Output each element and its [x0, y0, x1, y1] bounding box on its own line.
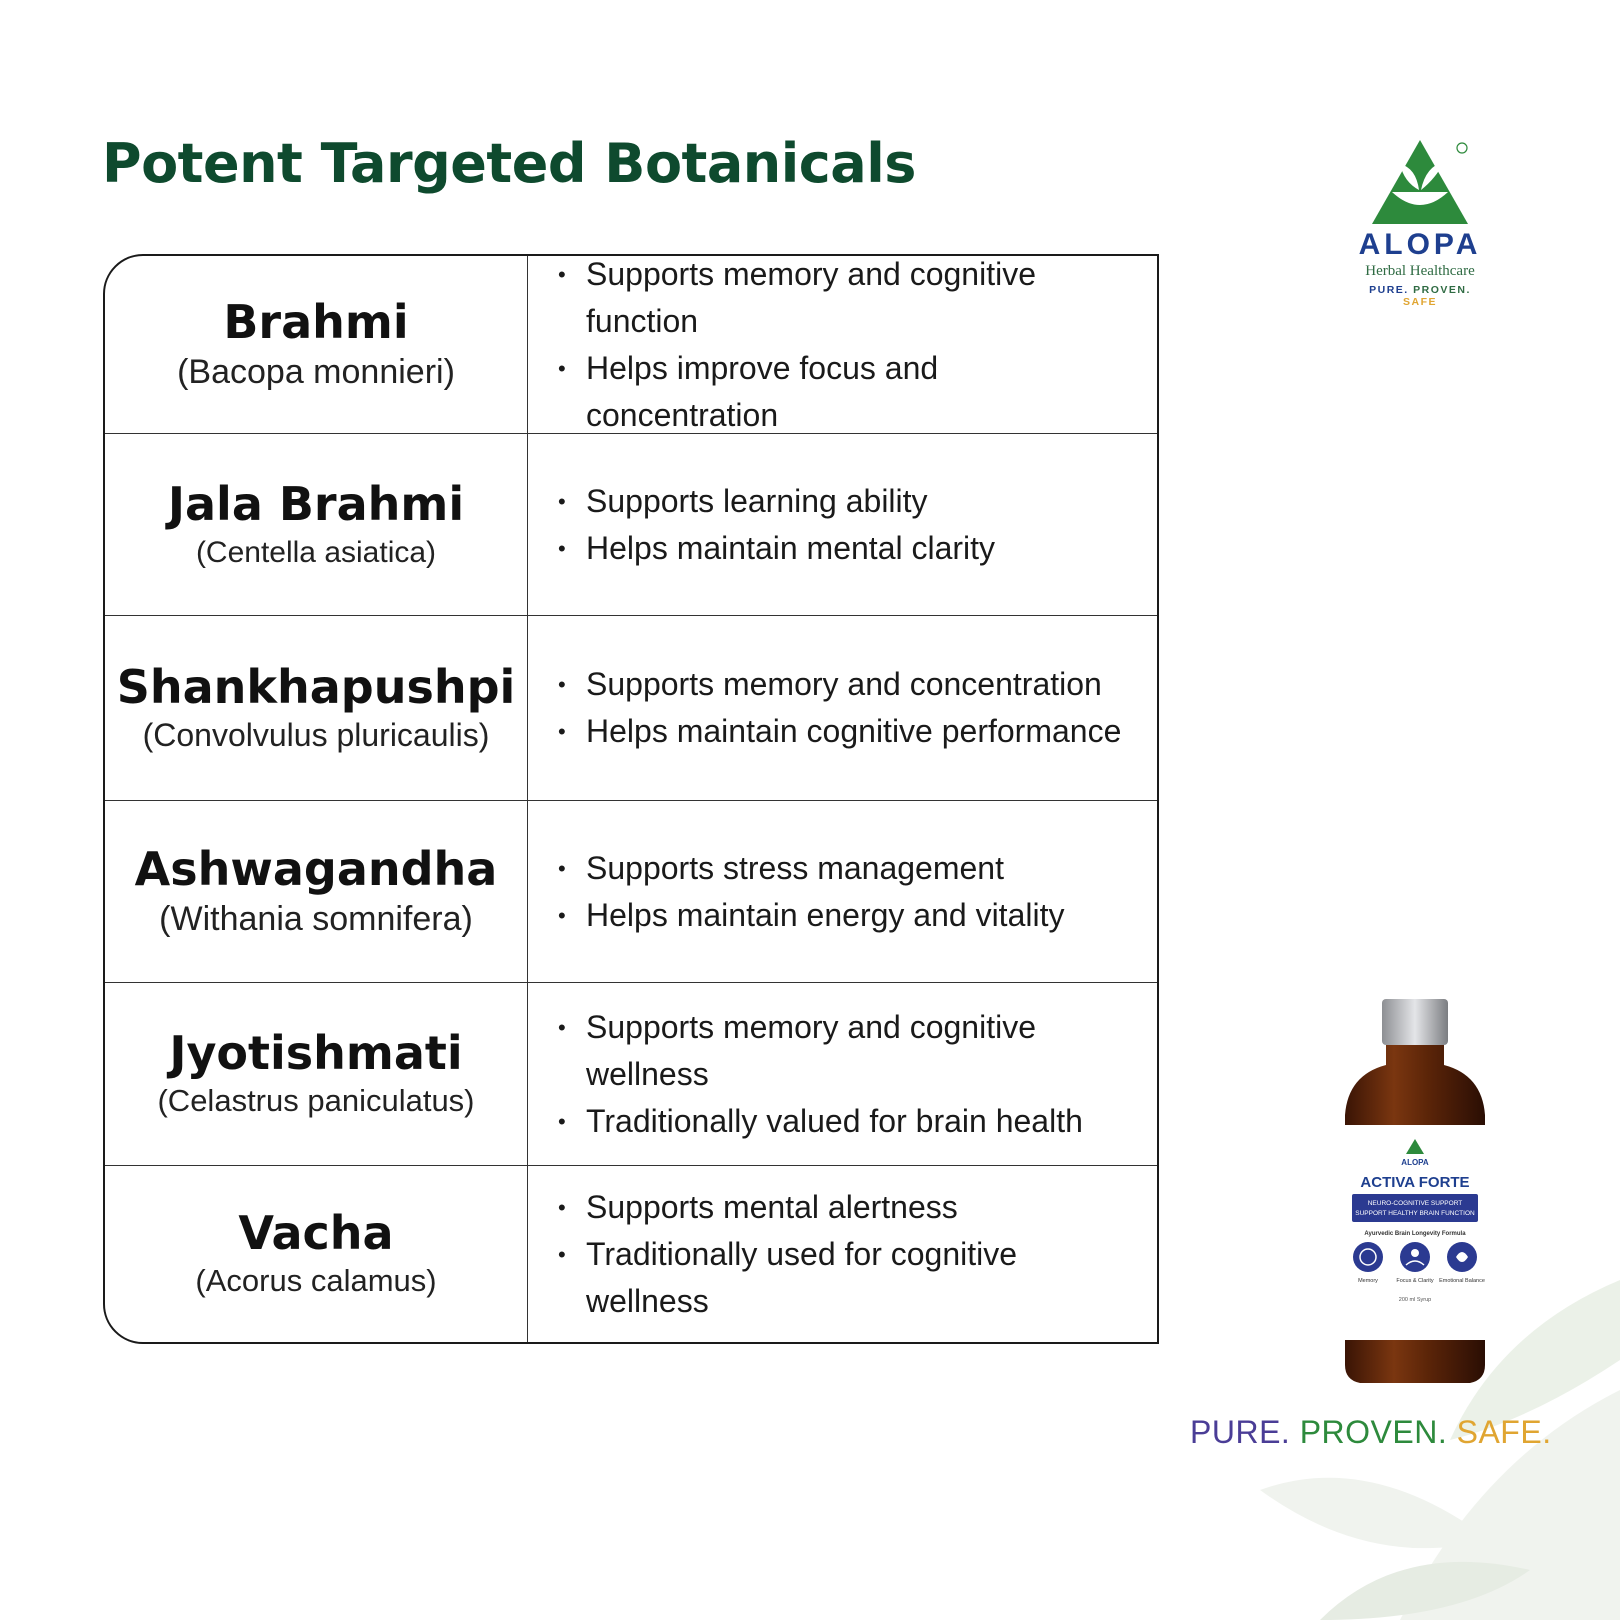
herb-cell: Jyotishmati (Celastrus paniculatus)	[105, 983, 528, 1166]
bottle-volume: 200 ml Syrup	[1399, 1297, 1431, 1303]
logo-tagline: PURE. PROVEN. SAFE	[1350, 284, 1490, 308]
bottle-brand: ALOPA	[1401, 1158, 1429, 1167]
herb-latin-name: (Centella asiatica)	[195, 535, 437, 569]
benefit-item: Supports memory and cognitive function	[558, 256, 1137, 345]
herb-latin-name: (Bacopa monnieri)	[177, 353, 455, 391]
herb-cell: Vacha (Acorus calamus)	[105, 1166, 528, 1342]
benefit-item: Traditionally valued for brain health	[558, 1098, 1137, 1145]
herb-cell: Brahmi (Bacopa monnieri)	[105, 256, 528, 434]
benefit-item: Traditionally used for cognitive wellnes…	[558, 1231, 1137, 1325]
benefit-item: Helps improve focus and concentration	[558, 345, 1137, 439]
bottle-product-name: ACTIVA FORTE	[1360, 1174, 1469, 1191]
bottle-icon-label: Memory	[1358, 1278, 1378, 1284]
benefits-cell: Supports memory and cognitive function H…	[528, 256, 1157, 434]
tagline-proven: PROVEN.	[1299, 1414, 1448, 1450]
tagline: PURE. PROVEN. SAFE.	[1190, 1414, 1552, 1451]
memory-icon	[1353, 1242, 1383, 1272]
herb-name: Shankhapushpi	[116, 659, 516, 714]
benefit-item: Helps maintain energy and vitality	[558, 892, 1137, 939]
logo-tag-proven: PROVEN.	[1413, 284, 1471, 296]
herb-latin-name: (Convolvulus pluricaulis)	[142, 716, 490, 753]
bottle-band-line1: NEURO-COGNITIVE SUPPORT	[1368, 1200, 1463, 1207]
benefit-item: Supports learning ability	[558, 478, 1137, 525]
tagline-safe: SAFE.	[1456, 1414, 1552, 1450]
herb-name: Ashwagandha	[134, 841, 498, 896]
logo-subtitle: Herbal Healthcare	[1365, 263, 1475, 279]
bottle-icon-label: Emotional Balance	[1439, 1278, 1485, 1284]
bottle-icon-label: Focus & Clarity	[1396, 1278, 1434, 1284]
benefit-item: Supports memory and concentration	[558, 661, 1137, 708]
benefit-item: Supports stress management	[558, 845, 1137, 892]
benefits-cell: Supports memory and cognitive wellness T…	[528, 983, 1157, 1166]
herb-name: Vacha	[238, 1206, 394, 1261]
herb-name: Jala Brahmi	[167, 477, 465, 532]
benefits-cell: Supports memory and concentration Helps …	[528, 616, 1157, 801]
leaf-background-graphic	[1260, 1280, 1620, 1620]
logo-brand: ALOPA	[1358, 228, 1482, 261]
logo-tag-pure: PURE.	[1369, 284, 1409, 296]
botanicals-table: Brahmi (Bacopa monnieri) Supports memory…	[103, 254, 1159, 1344]
herb-latin-name: (Celastrus paniculatus)	[157, 1083, 475, 1119]
benefit-item: Helps maintain mental clarity	[558, 525, 1137, 572]
benefits-cell: Supports mental alertness Traditionally …	[528, 1166, 1157, 1342]
bottle-formula: Ayurvedic Brain Longevity Formula	[1364, 1231, 1466, 1237]
benefit-item: Supports memory and cognitive wellness	[558, 1004, 1137, 1098]
herb-cell: Shankhapushpi (Convolvulus pluricaulis)	[105, 616, 528, 801]
product-bottle-image: ALOPA ACTIVA FORTE NEURO-COGNITIVE SUPPO…	[1345, 999, 1485, 1383]
herb-latin-name: (Acorus calamus)	[195, 1263, 437, 1299]
herb-name: Jyotishmati	[169, 1026, 463, 1081]
herb-name: Brahmi	[223, 294, 409, 349]
benefits-cell: Supports learning ability Helps maintain…	[528, 434, 1157, 616]
page-title: Potent Targeted Botanicals	[102, 132, 916, 195]
benefit-item: Helps maintain cognitive performance	[558, 708, 1137, 755]
tagline-pure: PURE.	[1190, 1414, 1291, 1450]
herb-latin-name: (Withania somnifera)	[159, 900, 473, 938]
leaf-triangle-icon	[1372, 140, 1468, 224]
bottle-band-line2: SUPPORT HEALTHY BRAIN FUNCTION	[1355, 1210, 1475, 1217]
alopa-logo: ALOPA Herbal Healthcare PURE. PROVEN. SA…	[1350, 138, 1490, 308]
logo-tag-safe: SAFE	[1402, 296, 1437, 308]
benefits-cell: Supports stress management Helps maintai…	[528, 801, 1157, 983]
benefit-item: Supports mental alertness	[558, 1184, 1137, 1231]
herb-cell: Ashwagandha (Withania somnifera)	[105, 801, 528, 983]
herb-cell: Jala Brahmi (Centella asiatica)	[105, 434, 528, 616]
